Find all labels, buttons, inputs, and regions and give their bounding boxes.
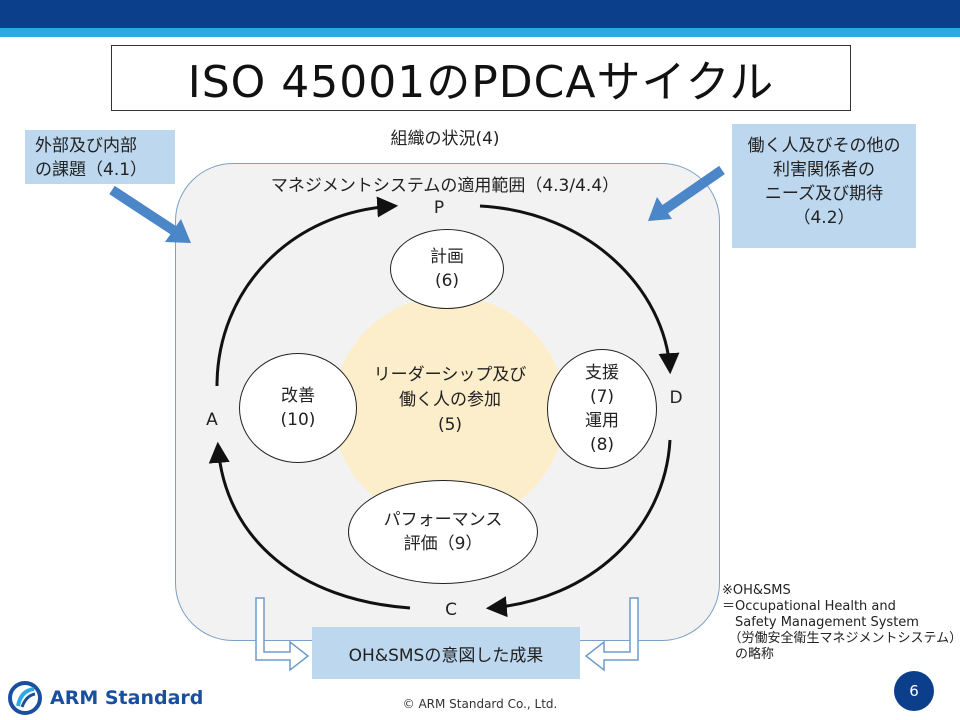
arrow-left-callout xyxy=(109,185,191,243)
support-line-3: 運用 xyxy=(585,411,619,431)
arrow-c-to-a xyxy=(208,441,411,610)
intended-outcome-box: OH&SMSの意図した成果 xyxy=(312,627,580,679)
leadership-line-3: (5) xyxy=(437,415,463,435)
logo-mark-icon xyxy=(8,681,42,715)
planning-line-2: (6) xyxy=(434,271,460,291)
support-line-1: 支援 xyxy=(585,363,619,383)
external-internal-issues-callout: 外部及び内部 の課題（4.1） xyxy=(25,130,175,184)
pdca-c-label: C xyxy=(445,600,457,620)
footnote-line-2: ＝Occupational Health and xyxy=(722,599,896,614)
pdca-a-label: A xyxy=(206,410,218,430)
leadership-line-1: リーダーシップ及び xyxy=(373,365,527,385)
evaluation-line-1: パフォーマンス xyxy=(383,510,503,530)
callout-right-line-3: ニーズ及び期待 xyxy=(764,184,884,204)
footnote-line-1: ※OH&SMS xyxy=(722,583,791,598)
copyright: © ARM Standard Co., Ltd. xyxy=(402,697,558,711)
planning-line-1: 計画 xyxy=(430,247,464,267)
improvement-circle: 改善 (10) xyxy=(239,353,357,463)
org-context-label: 組織の状況(4) xyxy=(390,129,500,149)
arrow-right-callout xyxy=(648,165,725,221)
arrow-right-outcome xyxy=(584,597,639,672)
top-banner-accent xyxy=(0,28,960,37)
improvement-line-1: 改善 xyxy=(281,386,315,406)
callout-right-line-4: （4.2） xyxy=(793,208,855,228)
pdca-p-label: P xyxy=(433,198,445,218)
arrow-d-to-c xyxy=(485,439,672,618)
logo-text: ARM Standard xyxy=(50,687,204,709)
callout-right-line-1: 働く人及びその他の xyxy=(747,136,901,156)
footnote: ※OH&SMS ＝Occupational Health and Safety … xyxy=(722,583,960,663)
evaluation-line-2: 評価（9） xyxy=(403,534,483,554)
arrow-a-to-p xyxy=(215,196,399,387)
arrow-p-to-d xyxy=(479,204,680,375)
leadership-label: リーダーシップ及び 働く人の参加 (5) xyxy=(355,363,545,438)
callout-left-line-2: の課題（4.1） xyxy=(35,160,148,180)
company-logo: ARM Standard xyxy=(8,681,208,715)
footnote-line-5: の略称 xyxy=(722,647,775,662)
pdca-d-label: D xyxy=(669,388,683,408)
arrow-left-outcome xyxy=(255,597,310,672)
scope-label: マネジメントシステムの適用範囲（4.3/4.4） xyxy=(270,176,620,196)
leadership-line-2: 働く人の参加 xyxy=(399,390,501,410)
improvement-line-2: (10) xyxy=(280,410,316,430)
footnote-line-3: Safety Management System xyxy=(722,615,919,630)
interested-parties-callout: 働く人及びその他の 利害関係者の ニーズ及び期待 （4.2） xyxy=(732,124,916,248)
page-number: 6 xyxy=(894,671,934,711)
footnote-line-4: （労働安全衛生マネジメントシステム） xyxy=(722,631,960,646)
support-line-2: (7) xyxy=(589,387,615,407)
support-line-4: (8) xyxy=(589,435,615,455)
callout-left-line-1: 外部及び内部 xyxy=(35,136,137,156)
support-operation-circle: 支援 (7) 運用 (8) xyxy=(547,349,657,469)
slide-title: ISO 45001のPDCAサイクル xyxy=(111,45,851,111)
planning-circle: 計画 (6) xyxy=(390,229,504,309)
callout-right-line-2: 利害関係者の xyxy=(773,160,875,180)
top-banner xyxy=(0,0,960,28)
evaluation-circle: パフォーマンス 評価（9） xyxy=(348,480,538,584)
